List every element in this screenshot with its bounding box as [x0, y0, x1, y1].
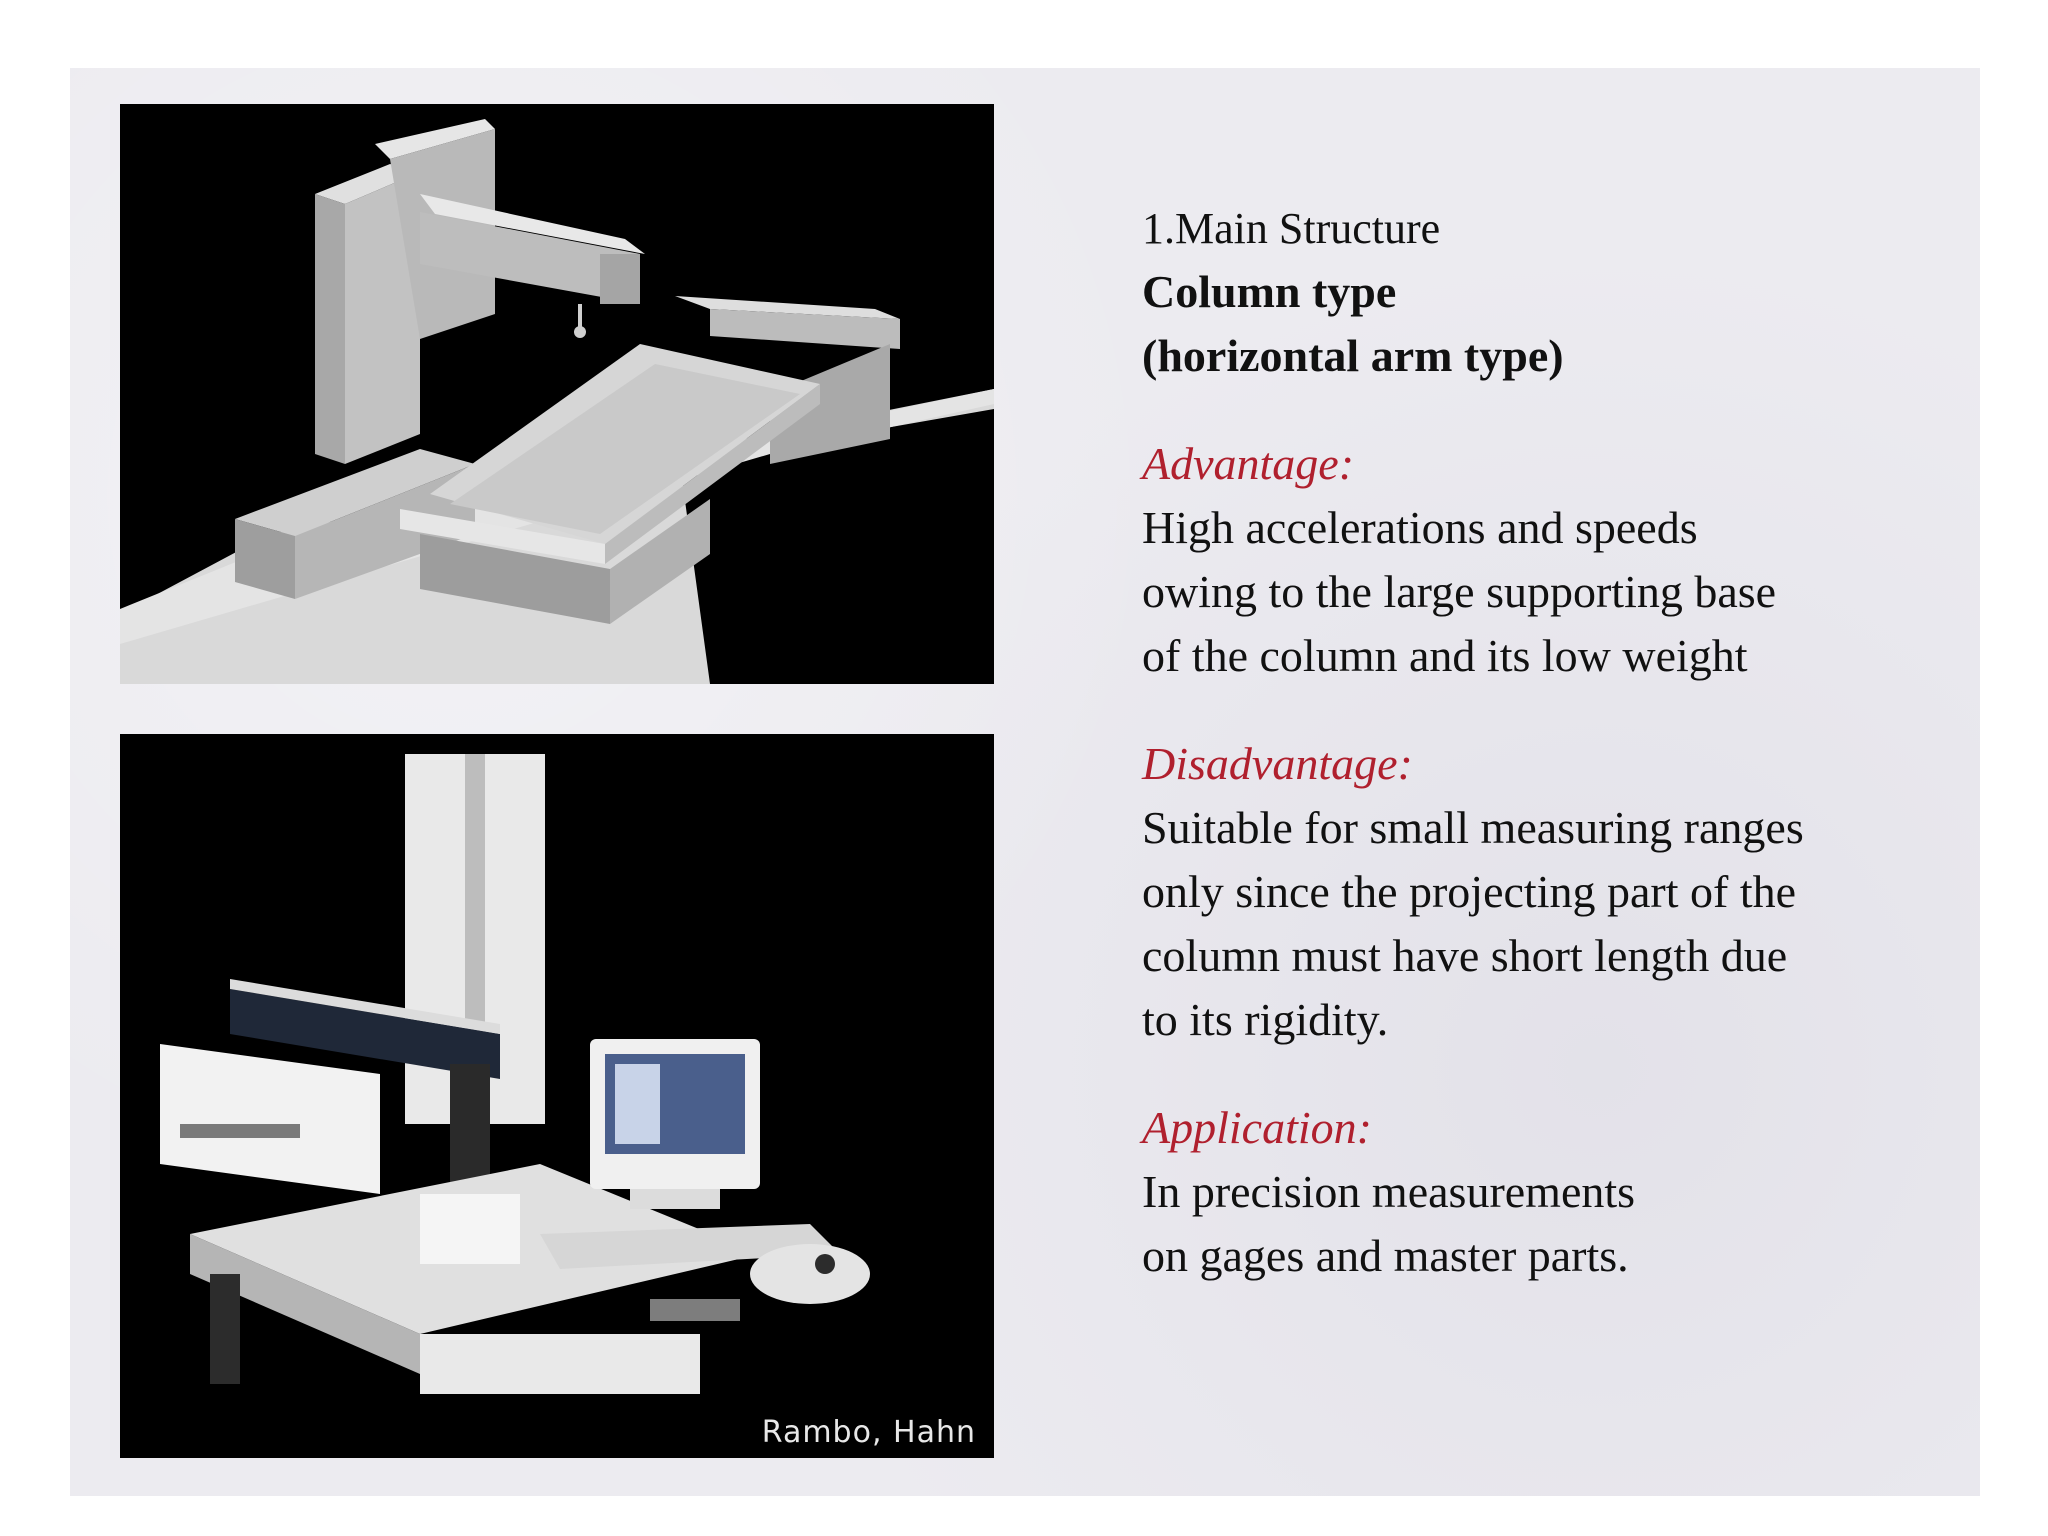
arm-top [420, 194, 645, 254]
rail-top [675, 296, 900, 319]
left-base-top [235, 449, 475, 536]
advantage-line-1: High accelerations and speeds [1142, 502, 1698, 553]
section-heading: 1.Main Structure [1142, 204, 1441, 253]
monitor-panel [615, 1064, 660, 1144]
column-type-diagram [120, 104, 994, 684]
machine-arm [230, 989, 500, 1079]
joystick-console [750, 1244, 870, 1304]
table-side-edge [605, 384, 820, 564]
machine-left-housing [160, 1044, 380, 1194]
table-base-side [610, 499, 710, 624]
machine-cabinet [420, 1334, 700, 1394]
machine-fixture [420, 1194, 520, 1264]
probe-tip [574, 326, 586, 338]
machine-spindle [450, 1064, 490, 1184]
cmm-schematic-drawing [120, 119, 994, 684]
text-column: 1.Main Structure Column type (horizontal… [1142, 198, 1962, 1288]
machine-arm-top [230, 979, 500, 1034]
disadvantage-line-2: only since the projecting part of the [1142, 866, 1797, 917]
photo-credit: Rambo, Hahn [761, 1415, 976, 1450]
joystick-knob [815, 1254, 835, 1274]
left-base-side [295, 464, 475, 599]
title-line-1: Column type [1142, 266, 1397, 317]
table-front-edge [400, 509, 605, 564]
column-front [315, 194, 345, 464]
arm-front [420, 212, 640, 304]
column-cap [375, 119, 495, 159]
arm-end [600, 254, 640, 304]
table-base-front [420, 534, 610, 624]
cabinet-logo [650, 1299, 740, 1321]
column-side [345, 172, 420, 464]
application-line-1: In precision measurements [1142, 1166, 1636, 1217]
disadvantage-line-3: column must have short length due [1142, 930, 1788, 981]
monitor-stand [630, 1189, 720, 1209]
slide: Rambo, Hahn 1.Main Structure Column type… [70, 68, 1980, 1496]
disadvantage-label: Disadvantage: [1142, 738, 1413, 789]
application-line-2: on gages and master parts. [1142, 1230, 1629, 1281]
cmm-photo: Rambo, Hahn [120, 734, 994, 1458]
disadvantage-line-1: Suitable for small measuring ranges [1142, 802, 1804, 853]
cmm-machine-illustration [160, 754, 870, 1394]
machine-brand-plate [180, 1124, 300, 1138]
left-base-front [235, 519, 295, 599]
disadvantage-line-4: to its rigidity. [1142, 994, 1389, 1045]
rail-support [770, 344, 890, 464]
advantage-line-3: of the column and its low weight [1142, 630, 1748, 681]
table-surface [450, 364, 800, 534]
title-line-2: (horizontal arm type) [1142, 330, 1564, 381]
advantage-line-2: owing to the large supporting base [1142, 566, 1777, 617]
advantage-label: Advantage: [1142, 438, 1355, 489]
rail-side [710, 309, 900, 349]
application-label: Application: [1142, 1102, 1372, 1153]
machine-leg-left [210, 1274, 240, 1384]
machine-table-front [190, 1234, 420, 1374]
